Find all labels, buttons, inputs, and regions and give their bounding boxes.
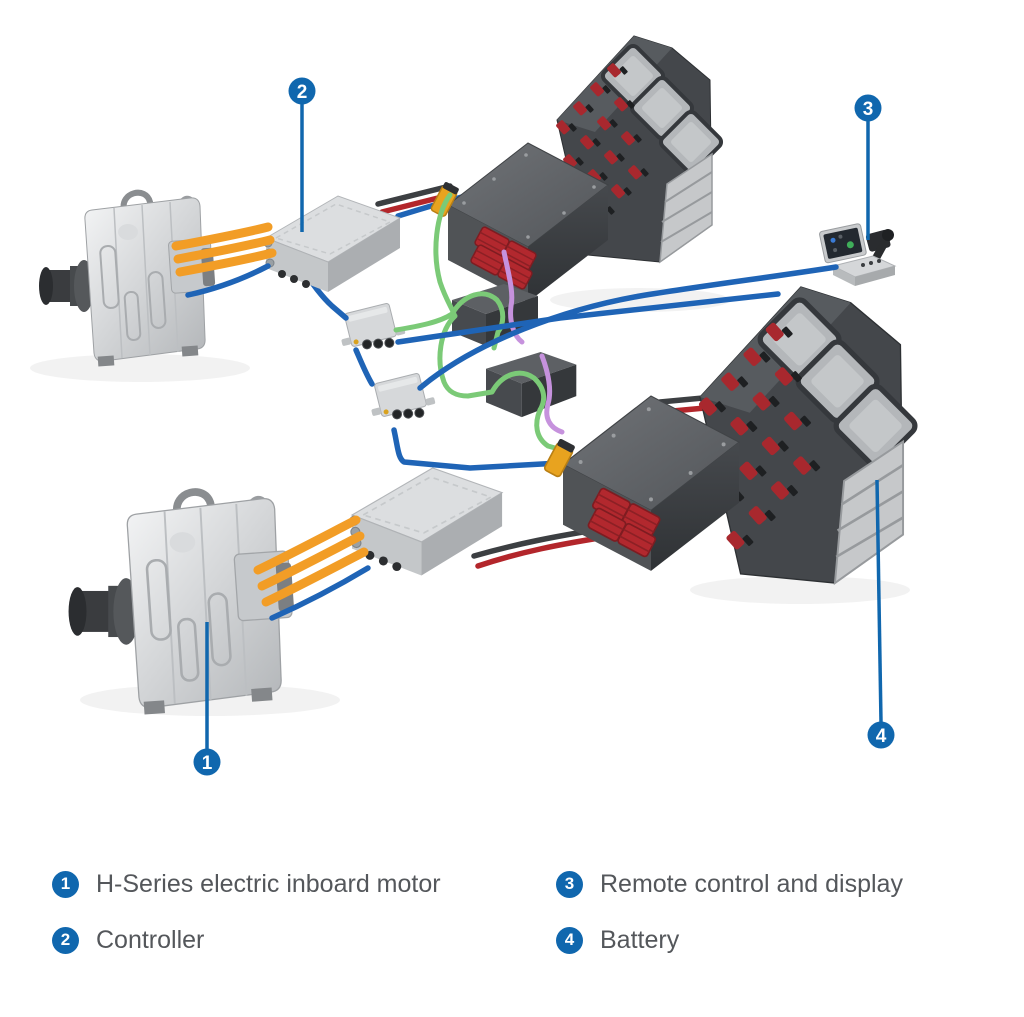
legend-label-motor: H-Series electric inboard motor [96, 869, 441, 898]
svg-text:2: 2 [297, 82, 308, 103]
callout-line-4 [875, 479, 883, 723]
legend-label-controller: Controller [96, 925, 205, 954]
svg-text:4: 4 [876, 726, 887, 747]
svg-text:1: 1 [202, 753, 213, 774]
motor-top [39, 193, 215, 367]
callout-badge-4: 4 [867, 721, 895, 749]
cable-orange-top-1 [171, 222, 273, 251]
cable-blue-motor-bottom [269, 565, 371, 621]
cable-orange-top-3 [175, 248, 277, 277]
controller-top [263, 195, 401, 293]
remote-base-side [855, 266, 895, 286]
cable-orange-bottom-1 [253, 515, 361, 575]
callout-badge-3: 3 [854, 94, 882, 122]
cable-purple-box2 [539, 353, 565, 435]
remote-control-and-display [819, 223, 897, 286]
remote-base-front [833, 266, 855, 286]
cable-green-powerbox-loop [433, 192, 457, 317]
svg-text:3: 3 [863, 99, 874, 120]
cable-green-junction-to-box1 [393, 291, 506, 351]
cable-green-box1-to-box2 [437, 313, 547, 413]
callout-badge-1: 1 [193, 748, 221, 776]
legend-badge-4: 4 [556, 926, 583, 954]
cable-blue-junction-b-to-powerbox [391, 427, 563, 471]
legend-badge-2: 2 [52, 926, 79, 954]
legend-badge-3: 3 [556, 870, 583, 898]
throttle-knob [882, 229, 894, 241]
legend-badge-1: 1 [52, 870, 79, 898]
callout-badge-2: 2 [288, 77, 316, 105]
cable-orange-bottom-2 [257, 531, 365, 591]
cable-blue-motor-top [185, 263, 271, 298]
cable-green-box2-to-powerbox [534, 407, 565, 453]
battery-bank-bottom [698, 287, 918, 583]
shadow [690, 576, 910, 604]
legend-label-battery: Battery [600, 925, 680, 954]
cable-black-controller-to-powerbox-top [375, 183, 453, 207]
controller-bottom [348, 467, 503, 577]
legend-label-remote: Remote control and display [600, 869, 903, 898]
legend-item-battery: 4 Battery [556, 926, 679, 954]
legend-item-remote: 3 Remote control and display [556, 870, 903, 898]
cable-blue-junction-a-to-b [353, 347, 375, 387]
shadow [30, 354, 250, 382]
legend-item-controller: 2 Controller [52, 926, 204, 954]
system-diagram: 1 2 3 4 [30, 0, 1024, 776]
cable-orange-bottom-3 [261, 547, 369, 607]
display-screen [819, 223, 867, 264]
motor-bottom [69, 492, 295, 714]
cable-orange-top-2 [173, 235, 275, 264]
throttle-lever [871, 234, 891, 264]
legend-item-motor: 1 H-Series electric inboard motor [52, 870, 441, 898]
cable-blue-remote [417, 264, 839, 391]
